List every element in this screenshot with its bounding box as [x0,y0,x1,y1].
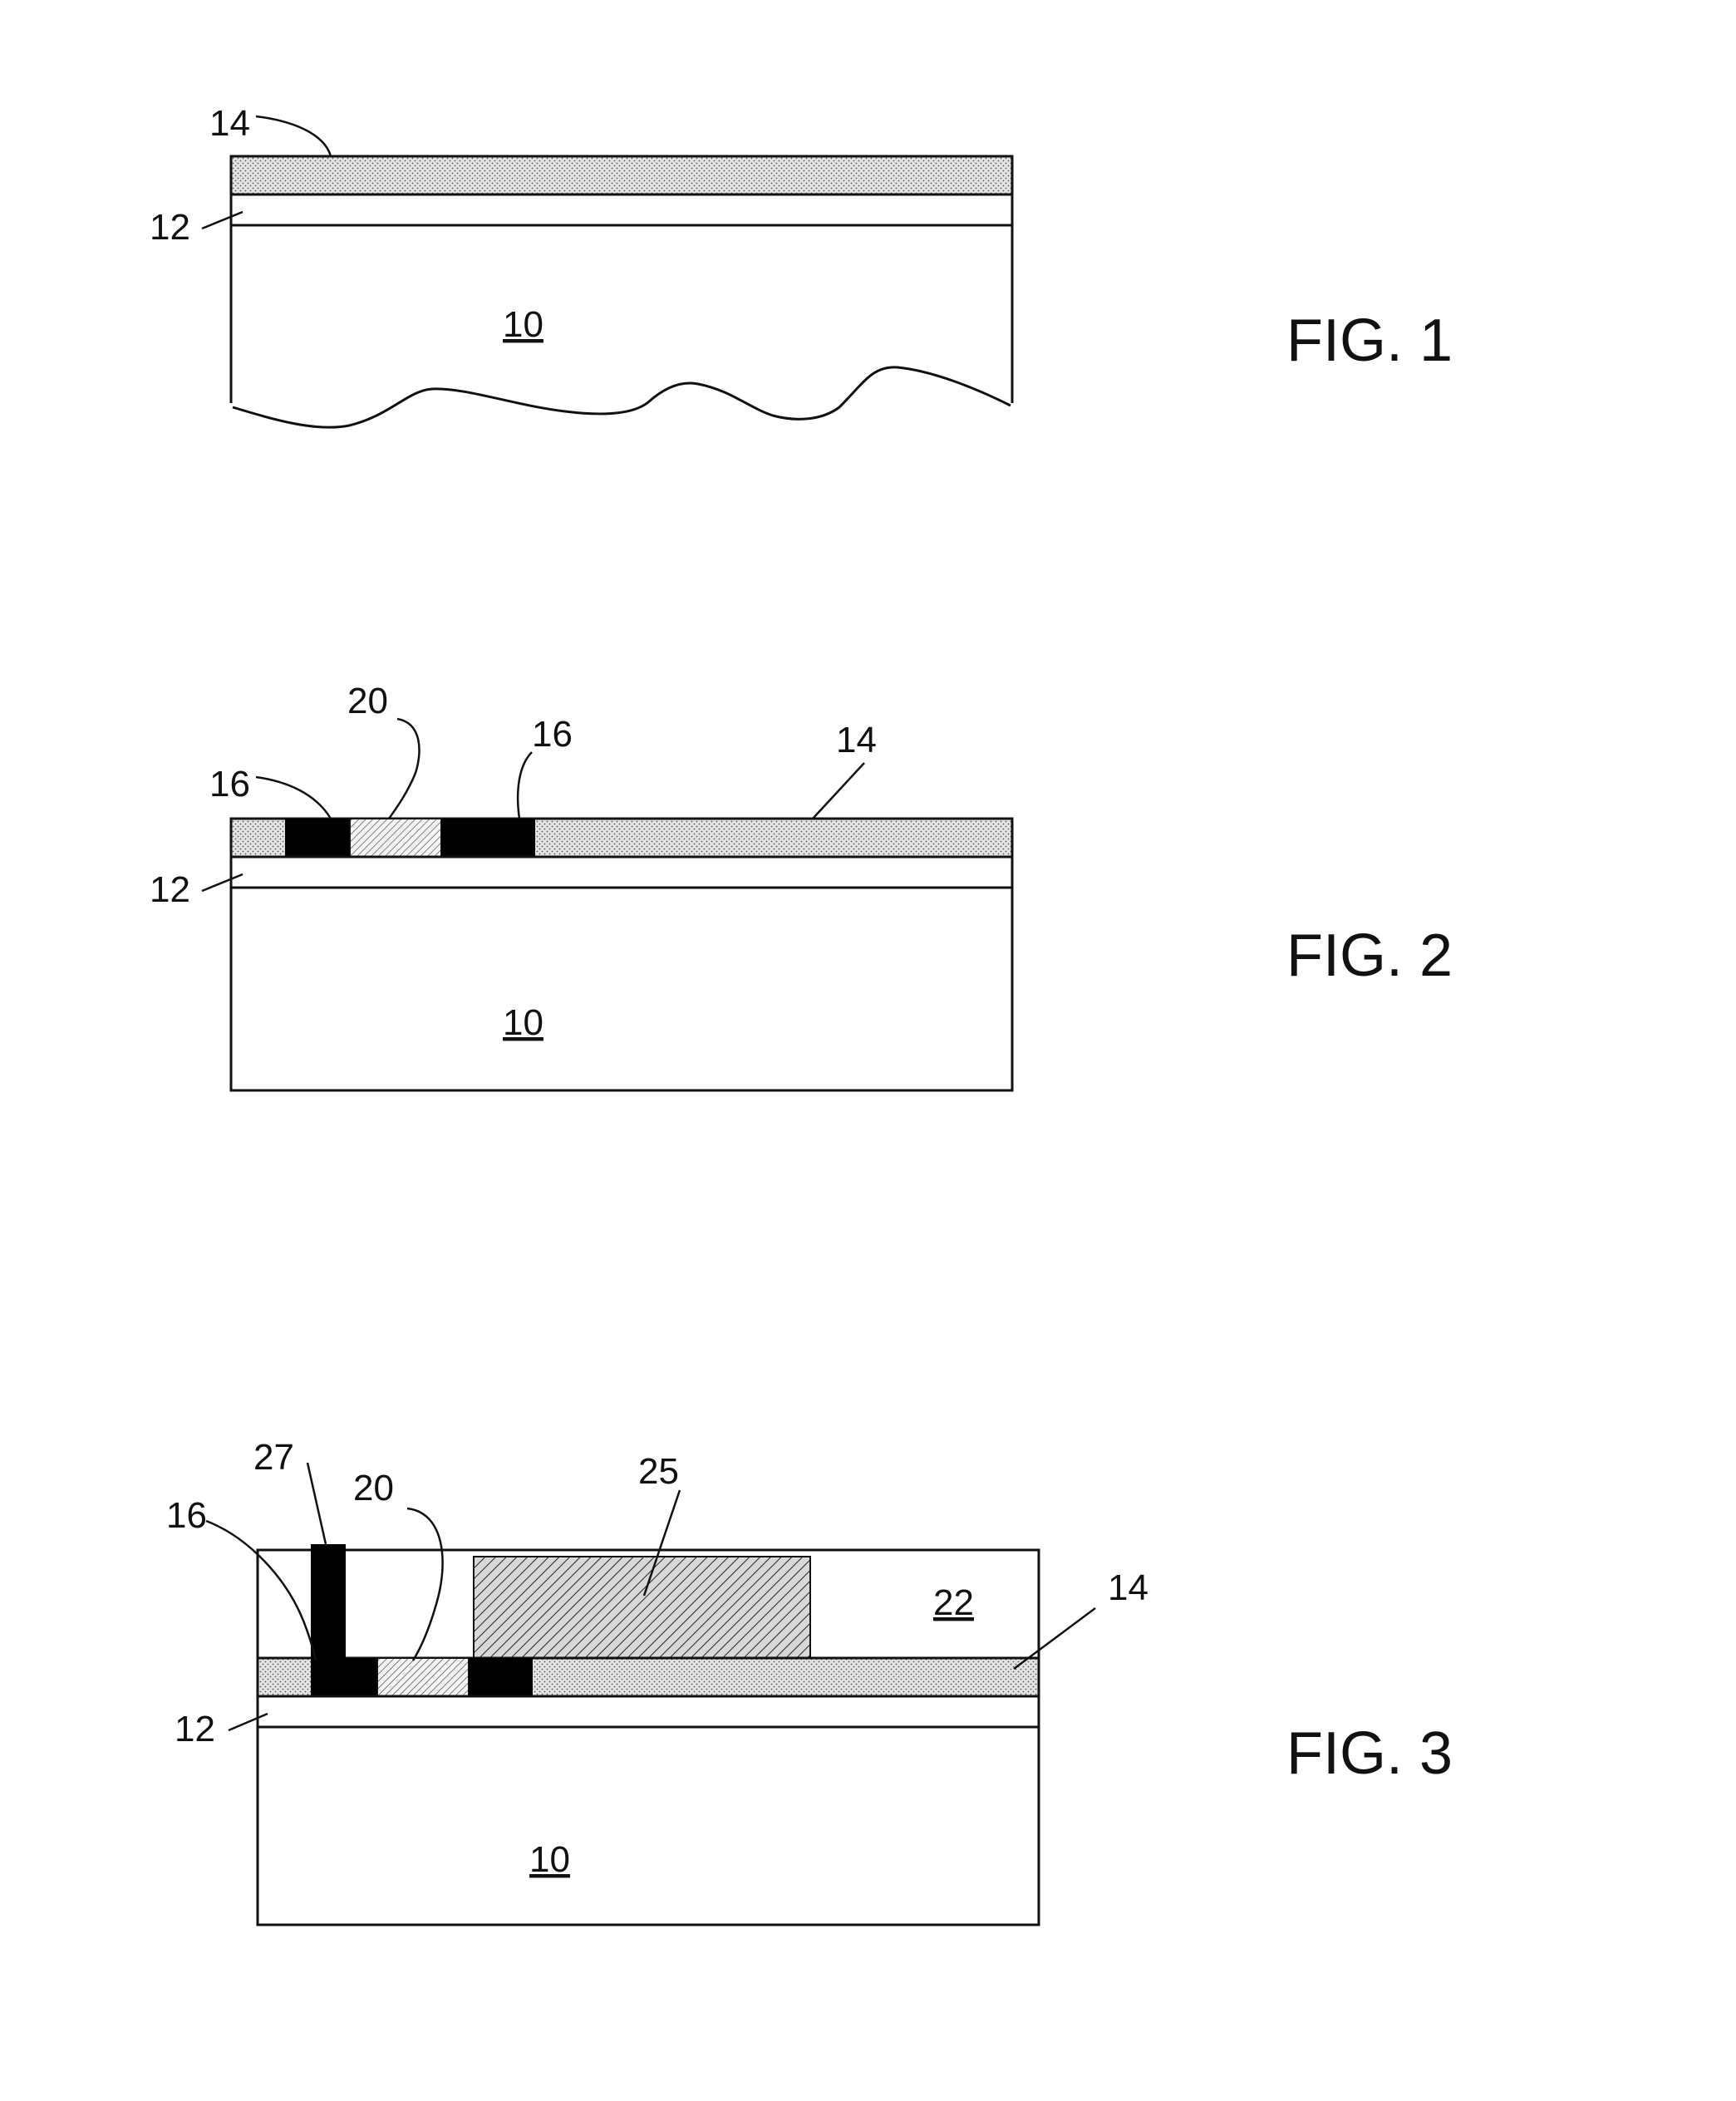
label-27: 27 [253,1437,294,1478]
layer-12 [231,194,1012,225]
leader-16-right [518,752,532,819]
region-25 [474,1557,810,1658]
label-12: 12 [175,1709,215,1749]
figure-3-caption: FIG. 3 [1286,1720,1453,1787]
label-14: 14 [1108,1567,1148,1608]
substrate-10 [258,1727,1039,1925]
label-14: 14 [209,103,250,144]
region-20 [377,1658,469,1696]
region-16-right [441,819,535,857]
label-22: 22 [933,1582,974,1623]
label-25: 25 [638,1451,679,1492]
leader-14 [813,763,864,819]
label-16-right: 16 [532,714,573,755]
leader-20 [389,719,420,819]
figure-1: 14 12 10 FIG. 1 [150,103,1453,427]
label-10: 10 [529,1839,570,1880]
label-16-left: 16 [209,764,250,804]
leader-27 [307,1463,326,1544]
substrate-10 [231,888,1012,1090]
layer-12 [231,857,1012,888]
region-16-right [469,1658,533,1696]
label-16: 16 [166,1495,207,1536]
label-10: 10 [503,1002,543,1043]
figure-2: 20 16 16 14 12 10 FIG. 2 [150,681,1453,1090]
figure-3: 27 16 20 25 22 14 12 10 FIG. 3 [166,1437,1453,1925]
figure-2-caption: FIG. 2 [1286,923,1453,989]
region-16-left [285,819,350,857]
label-20: 20 [353,1468,394,1508]
leader-14 [256,116,331,156]
figure-1-caption: FIG. 1 [1286,308,1453,374]
label-12: 12 [150,207,190,248]
leader-16-left [256,777,331,819]
region-20 [350,819,441,857]
region-16-left [311,1658,377,1696]
label-14: 14 [836,720,877,760]
substrate-10 [231,225,1012,427]
label-10: 10 [503,304,543,345]
layer-12 [258,1696,1039,1727]
contact-27 [311,1544,346,1658]
layer-14 [231,156,1012,194]
label-12: 12 [150,869,190,910]
label-20: 20 [347,681,388,721]
